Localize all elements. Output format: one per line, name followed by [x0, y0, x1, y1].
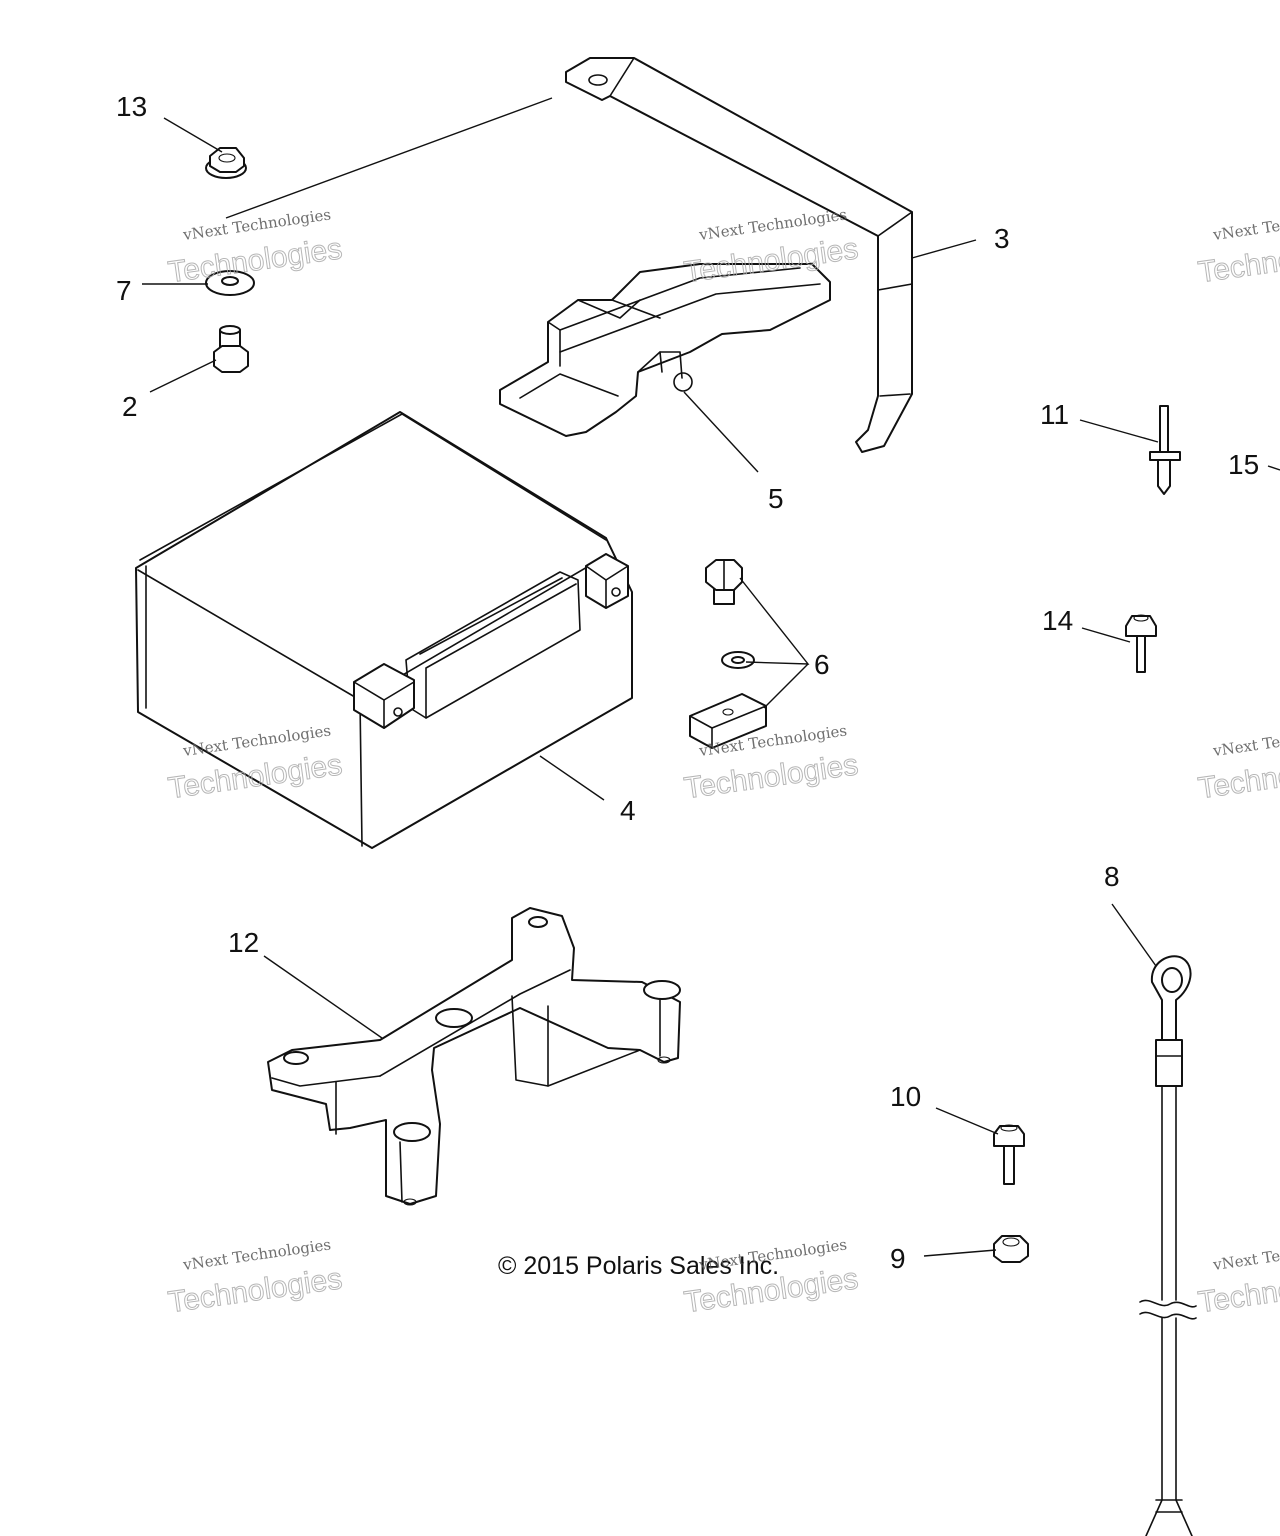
svg-text:Technologies: Technologies: [1196, 1262, 1280, 1319]
leader-14: [1081, 627, 1131, 643]
part-6-hardware-kit[interactable]: [689, 559, 767, 749]
leader-2: [149, 359, 217, 393]
watermark: vNext Technologies Technologies: [166, 1235, 345, 1319]
watermark: vNext Technologies Technologies: [1196, 205, 1280, 289]
leader-5: [683, 391, 759, 473]
callout-6: 6: [814, 649, 830, 680]
svg-text:vNext Technologies: vNext Technologies: [1211, 205, 1280, 244]
copyright-notice: © 2015 Polaris Sales Inc.: [498, 1252, 779, 1280]
watermark: vNext Technologies Technologies: [1196, 721, 1280, 805]
callout-3: 3: [994, 223, 1010, 254]
leader-8: [1111, 903, 1157, 967]
part-3-battery-strap[interactable]: [565, 57, 913, 453]
part-13-nut[interactable]: [205, 147, 247, 179]
leader-10: [935, 1107, 999, 1135]
leader-3: [911, 239, 977, 259]
leader-15: [1267, 465, 1280, 471]
watermark: vNext Technologies Technologies: [682, 205, 861, 289]
leader-4: [539, 755, 605, 801]
callout-labels: 13 7 2 3 5 11 15 14 6 4 8 12 10 9: [116, 91, 1259, 1274]
leader-13: [163, 117, 223, 153]
leader-lines: [142, 97, 1280, 1257]
part-11-stud[interactable]: [1149, 405, 1181, 495]
part-14-bolt[interactable]: [1125, 614, 1157, 673]
svg-text:Technologies: Technologies: [1196, 232, 1280, 289]
callout-14: 14: [1042, 605, 1073, 636]
callout-13: 13: [116, 91, 147, 122]
part-7-washer[interactable]: [205, 270, 255, 296]
callout-10: 10: [890, 1081, 921, 1112]
watermark: vNext Technologies Technologies: [166, 205, 345, 289]
callout-2: 2: [122, 391, 138, 422]
svg-text:vNext Technologies: vNext Technologies: [1211, 721, 1280, 760]
callout-5: 5: [768, 483, 784, 514]
svg-text:Technologies: Technologies: [1196, 748, 1280, 805]
part-9-flange-nut[interactable]: [993, 1235, 1029, 1263]
leader-6: [739, 577, 810, 665]
part-2-bolt[interactable]: [213, 325, 249, 373]
callout-15: 15: [1228, 449, 1259, 480]
part-12-mounting-bracket[interactable]: [267, 907, 681, 1206]
part-10-bolt[interactable]: [993, 1124, 1025, 1185]
callout-4: 4: [620, 795, 636, 826]
leader-11: [1079, 419, 1159, 443]
leader-9: [923, 1249, 997, 1257]
leader-3-left: [225, 97, 553, 219]
callout-12: 12: [228, 927, 259, 958]
watermark: vNext Technologies Technologies: [1196, 1235, 1280, 1319]
leader-6b: [763, 663, 809, 709]
watermark-group: vNext Technologies Technologies vNext Te…: [166, 205, 1280, 1319]
part-4-battery[interactable]: [135, 411, 633, 849]
part-8-battery-cable[interactable]: [1139, 955, 1197, 1536]
svg-text:vNext Technologies: vNext Technologies: [1211, 1235, 1280, 1274]
part-5-clamp-plate[interactable]: [499, 263, 831, 437]
callout-7: 7: [116, 275, 132, 306]
leader-12: [263, 955, 383, 1039]
callout-8: 8: [1104, 861, 1120, 892]
callout-11: 11: [1040, 399, 1069, 430]
callout-9: 9: [890, 1243, 906, 1274]
